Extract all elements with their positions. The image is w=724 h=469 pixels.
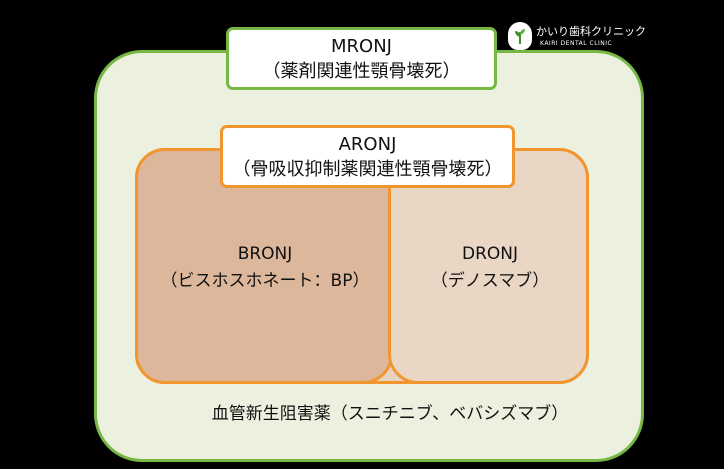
dronj-full-name: （デノスマブ） bbox=[430, 271, 550, 291]
mronj-full-name: （薬剤関連性顎骨壊死） bbox=[262, 60, 461, 82]
mronj-label-box: MRONJ （薬剤関連性顎骨壊死） bbox=[226, 27, 497, 90]
aronj-abbr: ARONJ bbox=[338, 133, 397, 155]
bronj-abbr: BRONJ bbox=[237, 244, 293, 264]
angiogenesis-inhibitor-label: 血管新生阻害薬（スニチニブ、ベバシズマブ） bbox=[180, 399, 600, 429]
mronj-abbr: MRONJ bbox=[331, 35, 392, 57]
dronj-label: DRONJ （デノスマブ） bbox=[395, 238, 585, 298]
aronj-full-name: （骨吸収抑制薬関連性顎骨壊死） bbox=[232, 158, 503, 180]
clinic-name: かいり歯科クリニック bbox=[536, 25, 646, 38]
clinic-subtitle: KAIRI DENTAL CLINIC bbox=[540, 40, 613, 47]
bronj-label: BRONJ （ビスホスホネート：BP） bbox=[140, 238, 390, 298]
bronj-full-name: （ビスホスホネート：BP） bbox=[160, 271, 370, 291]
angiogenesis-inhibitor-text: 血管新生阻害薬（スニチニブ、ベバシズマブ） bbox=[211, 403, 569, 424]
dronj-abbr: DRONJ bbox=[461, 244, 518, 264]
tooth-icon bbox=[508, 22, 532, 50]
aronj-label-box: ARONJ （骨吸収抑制薬関連性顎骨壊死） bbox=[220, 125, 515, 188]
clinic-logo: かいり歯科クリニック KAIRI DENTAL CLINIC bbox=[508, 22, 646, 52]
